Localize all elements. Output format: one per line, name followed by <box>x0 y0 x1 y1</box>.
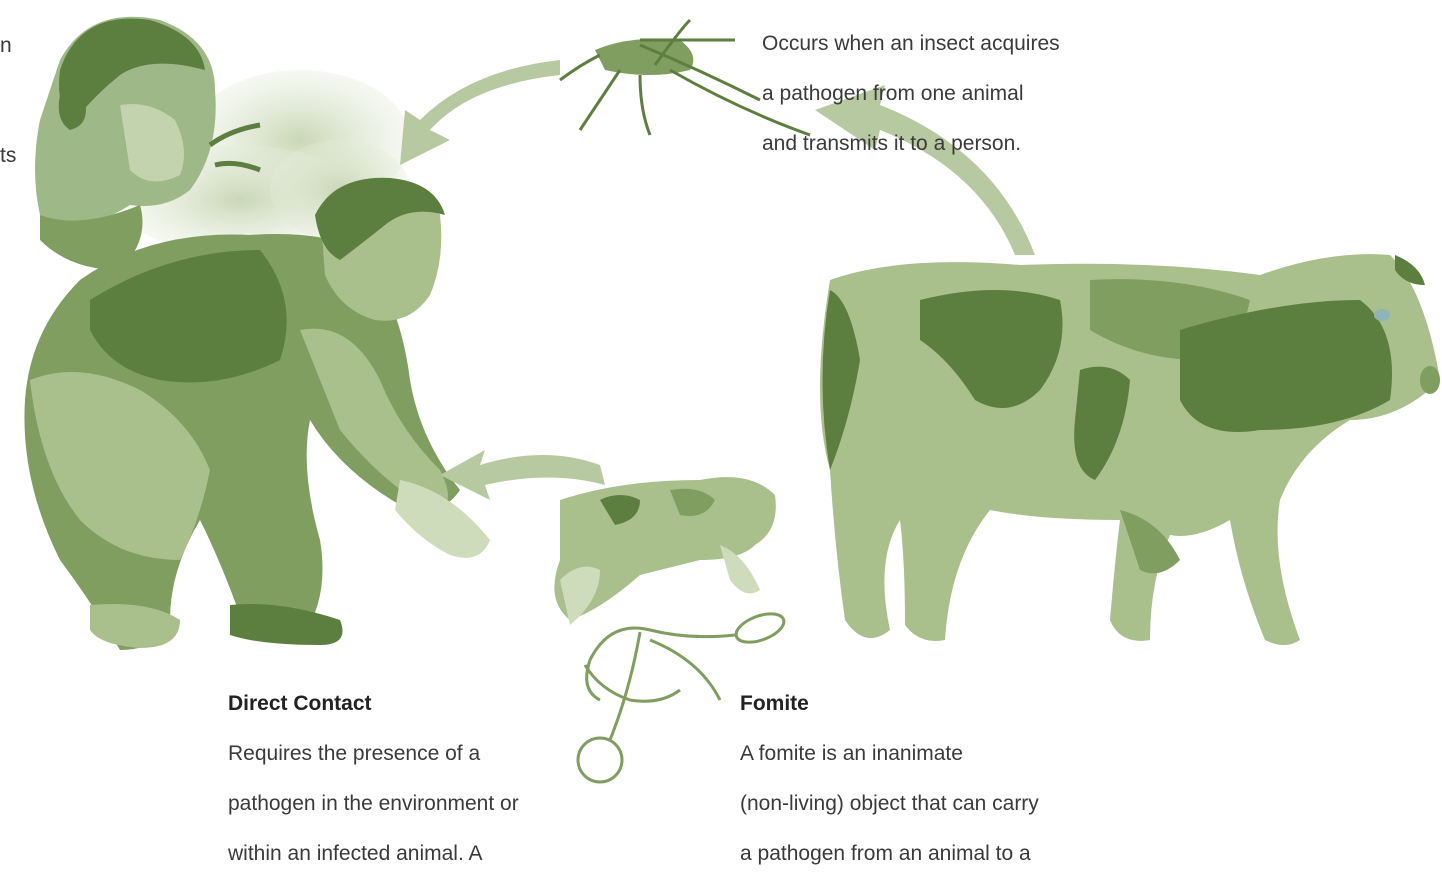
left-fragment-ts: ts <box>0 144 16 168</box>
fomite-line-1: A fomite is an inanimate <box>740 741 1120 766</box>
vector-line-3: and transmits it to a person. <box>762 131 1092 156</box>
calf <box>554 477 775 625</box>
direct-contact-block: Direct Contact Requires the presence of … <box>228 666 588 891</box>
vector-line-1: Occurs when an insect acquires <box>762 31 1092 56</box>
fomite-heading: Fomite <box>740 691 1120 716</box>
arrow-calf-to-man <box>440 450 605 500</box>
fomite-line-2: (non-living) object that can carry <box>740 791 1120 816</box>
direct-contact-heading: Direct Contact <box>228 691 588 716</box>
cow <box>820 254 1440 645</box>
fomite-line-3: a pathogen from an animal to a <box>740 841 1120 866</box>
vector-line-2: a pathogen from one animal <box>762 81 1092 106</box>
left-fragment-n: n <box>0 34 12 58</box>
vector-description: Occurs when an insect acquires a pathoge… <box>762 6 1092 181</box>
direct-contact-line-3: within an infected animal. A <box>228 841 588 866</box>
direct-contact-line-1: Requires the presence of a <box>228 741 588 766</box>
direct-contact-line-2: pathogen in the environment or <box>228 791 588 816</box>
arrow-mosquito-to-head <box>400 60 560 165</box>
transmission-diagram <box>0 0 1442 790</box>
fomite-block: Fomite A fomite is an inanimate (non-liv… <box>740 666 1120 891</box>
